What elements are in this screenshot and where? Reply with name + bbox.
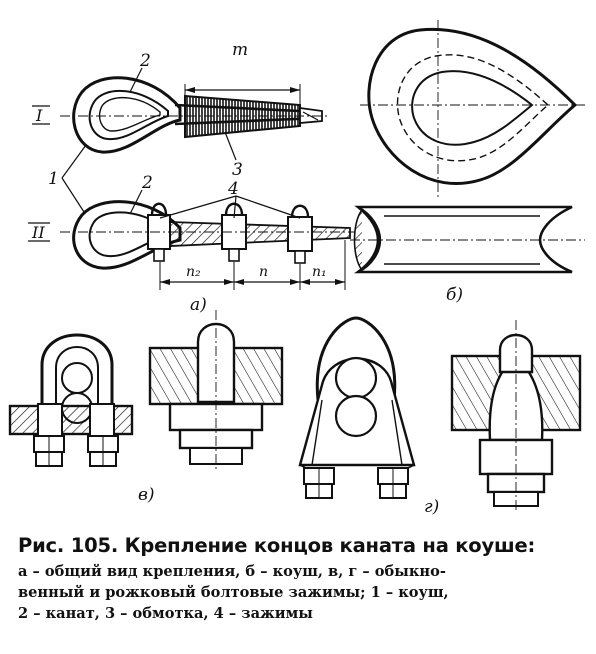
label-4: 4 (227, 179, 239, 199)
label-1: 1 (48, 169, 59, 189)
label-dim-m: m (232, 40, 248, 60)
label-2-top: 2 (139, 51, 151, 71)
clamp-3 (287, 204, 313, 264)
leader-lines (61, 67, 301, 219)
label-2-bottom: 2 (141, 173, 153, 193)
label-roman-1: I (35, 106, 43, 125)
rope-thimble-diagram: I II 2 m 3 1 2 4 n₂ n n₁ а) б) в) г) (8, 20, 585, 517)
panel-b-thimble (350, 20, 585, 274)
figure-labels: I II 2 m 3 1 2 4 n₂ n n₁ а) б) в) г) (28, 40, 463, 517)
panel-g-horn-clamp (298, 316, 582, 512)
caption-title: Рис. 105. Крепление концов каната на коу… (18, 534, 536, 557)
label-panel-g: г) (424, 497, 439, 517)
label-roman-2: II (31, 223, 45, 242)
caption-line-1: а – общий вид крепления, б – коуш, в, г … (18, 563, 446, 580)
label-dim-n1: n₁ (312, 264, 327, 280)
caption-line-2: венный и рожковый болтовые зажимы; 1 – к… (18, 584, 449, 601)
label-dim-n2: n₂ (186, 264, 201, 280)
label-panel-b: б) (446, 285, 463, 305)
label-panel-a: а) (190, 295, 207, 315)
figure-caption: Рис. 105. Крепление концов каната на коу… (18, 534, 584, 624)
label-3: 3 (232, 160, 243, 180)
panel-a-row-1 (60, 76, 330, 154)
panel-v-bolt-clamp (8, 310, 284, 470)
label-panel-v: в) (138, 485, 155, 505)
panel-a-row-2 (60, 200, 355, 290)
caption-line-3: 2 – канат, 3 – обмотка, 4 – зажимы (18, 605, 313, 622)
label-dim-n: n (259, 264, 268, 280)
